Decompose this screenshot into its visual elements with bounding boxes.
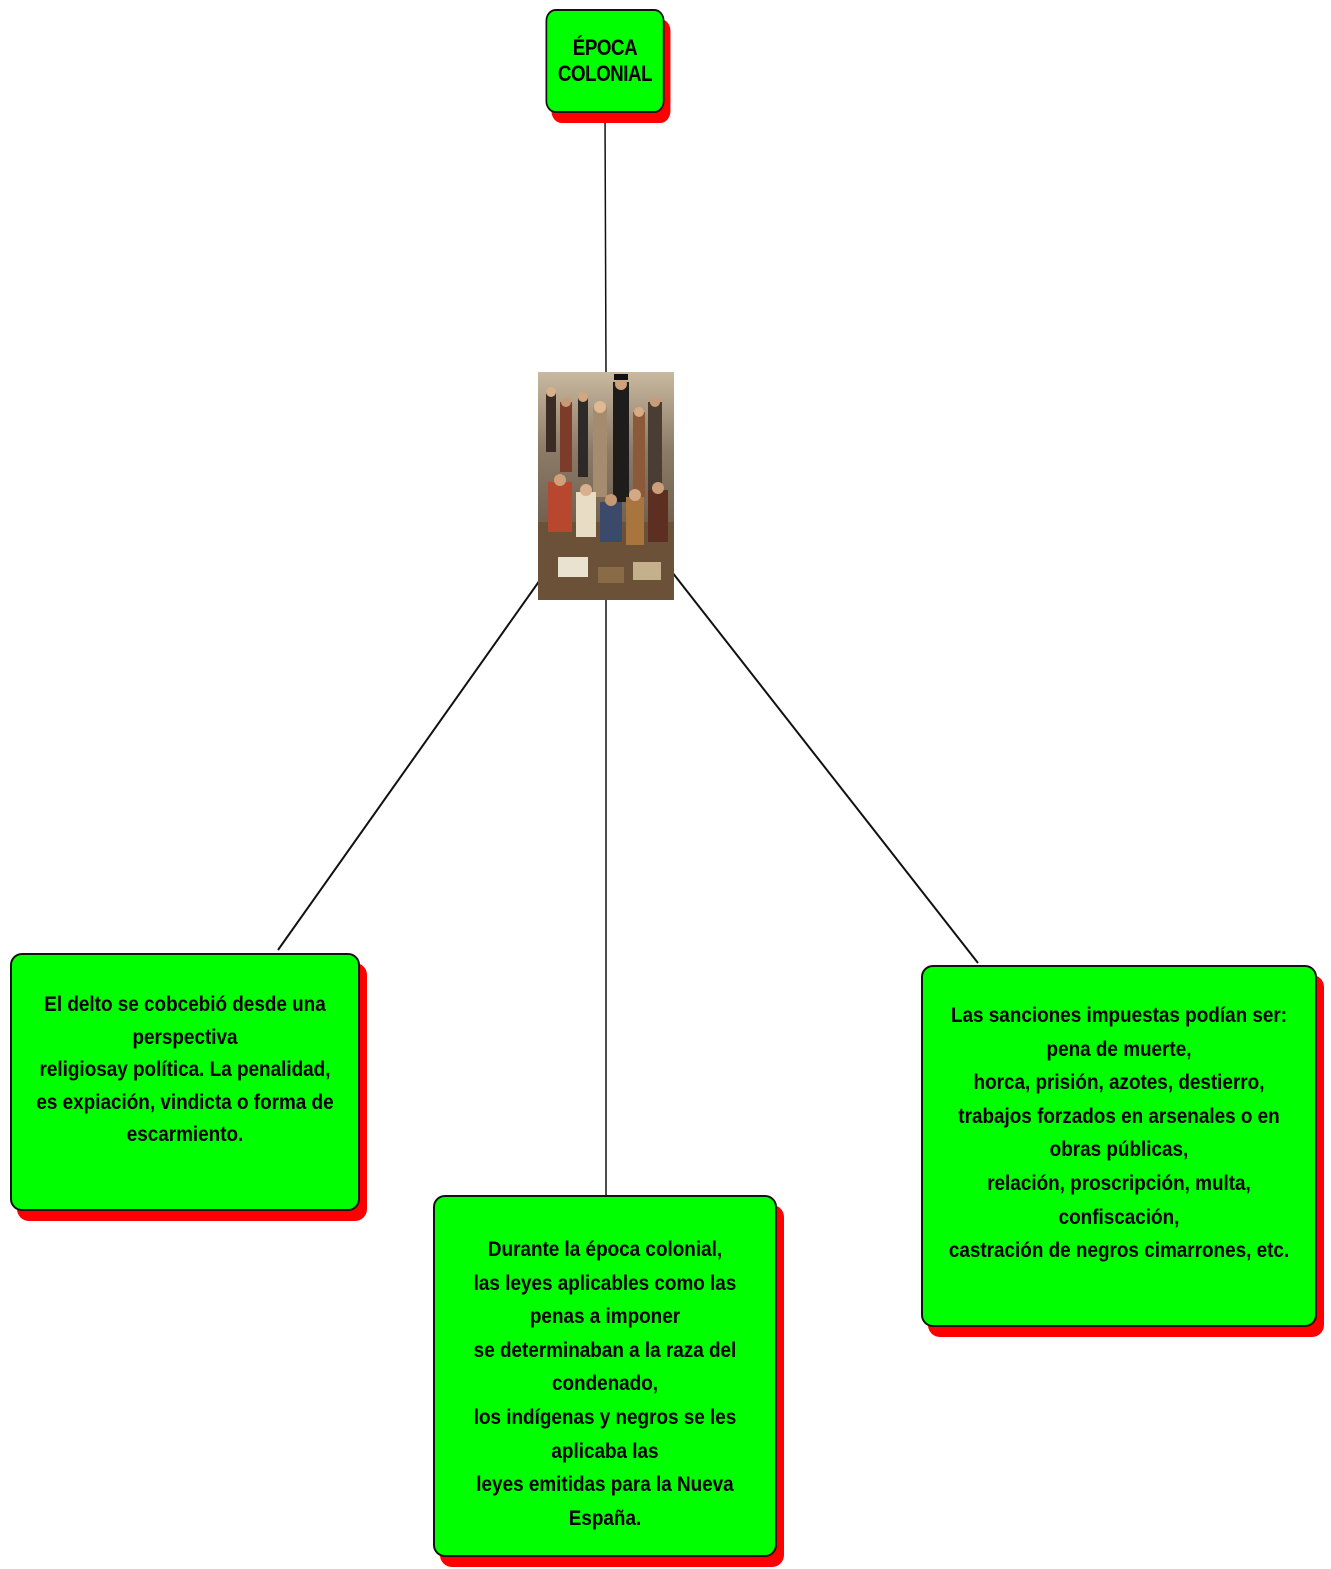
painting-icon	[538, 372, 674, 600]
center-node[interactable]: Durante la época colonial, las leyes apl…	[433, 1195, 777, 1557]
left-node-text: El delto se cobcebió desde una perspecti…	[36, 993, 334, 1147]
connector-image-to-right	[671, 571, 979, 964]
left-node[interactable]: El delto se cobcebió desde una perspecti…	[10, 953, 360, 1211]
connector-image-to-left	[277, 579, 541, 951]
right-node-text: Las sanciones impuestas podían ser: pena…	[948, 1004, 1290, 1263]
right-node[interactable]: Las sanciones impuestas podían ser: pena…	[921, 965, 1317, 1327]
center-node-text: Durante la época colonial, las leyes apl…	[473, 1238, 737, 1530]
connector-title-to-image	[604, 112, 607, 373]
title-node-text: ÉPOCA COLONIAL	[557, 35, 653, 86]
colonial-painting-image[interactable]	[538, 372, 674, 600]
title-node[interactable]: ÉPOCA COLONIAL	[545, 9, 665, 113]
